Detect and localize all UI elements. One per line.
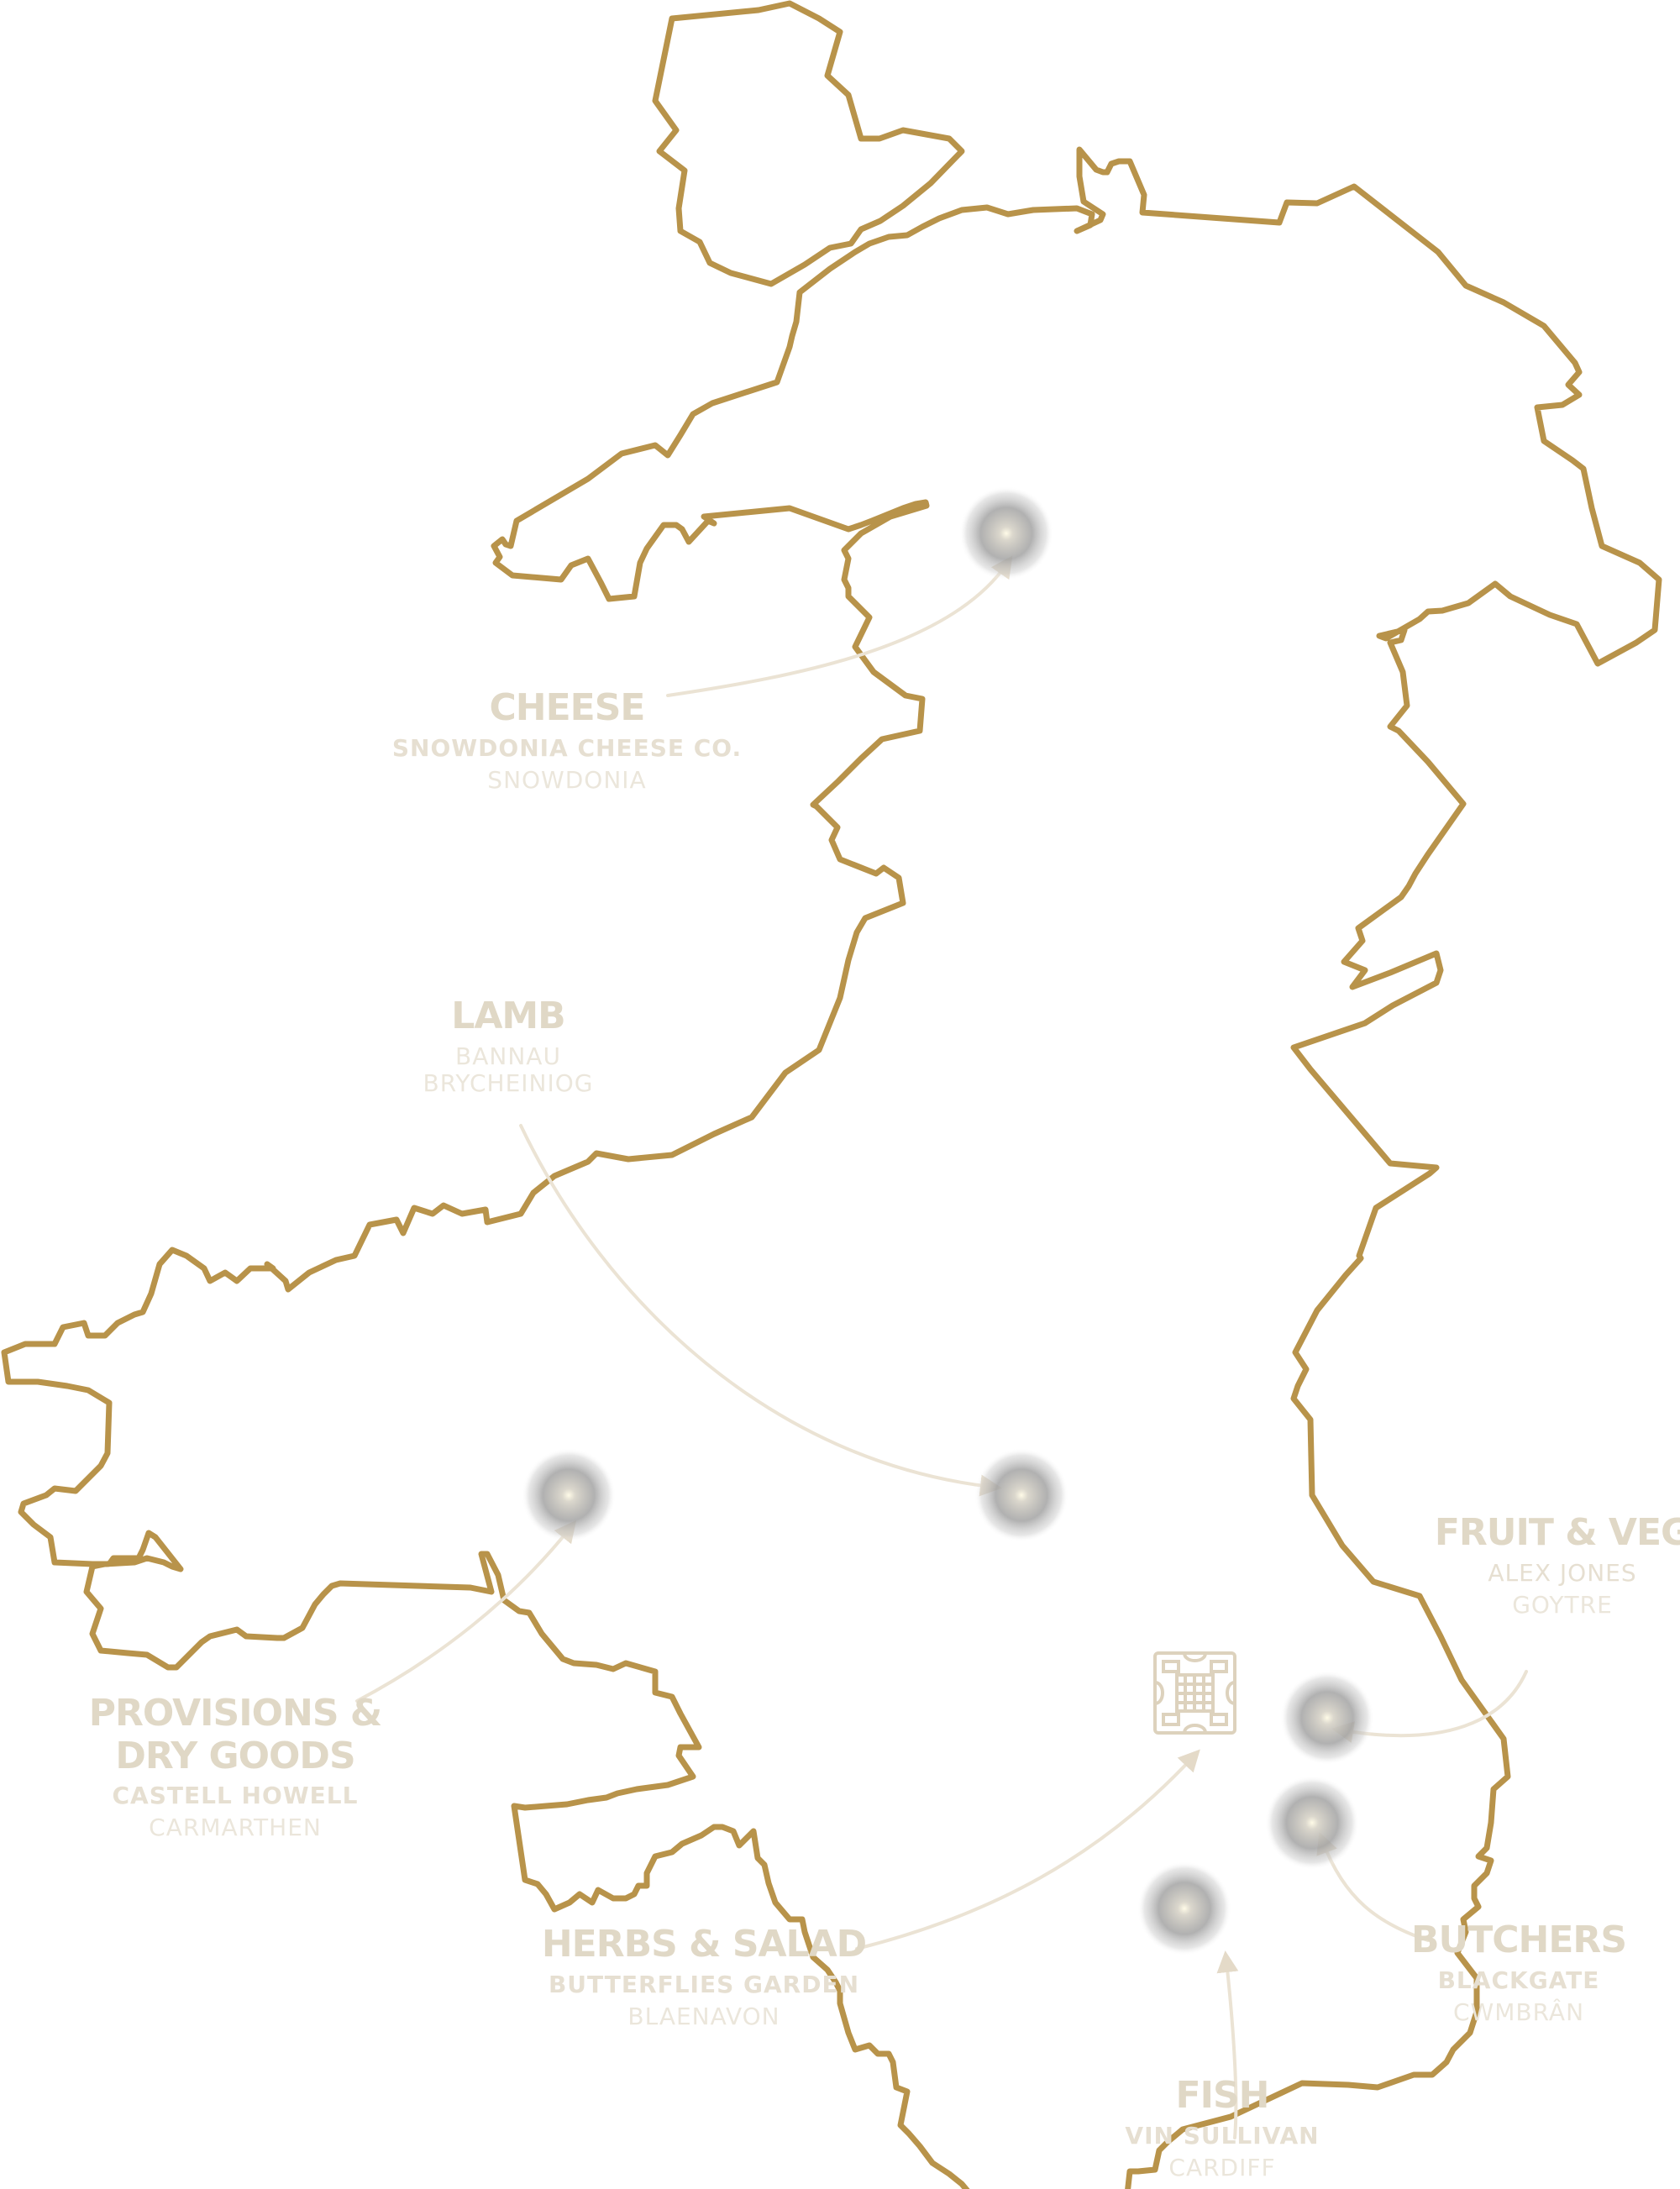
marker-provisions <box>522 1448 616 1542</box>
marker-lamb <box>974 1448 1068 1542</box>
location-fruit: GOYTRE <box>1512 1590 1613 1619</box>
supplier-fish: VIN SULLIVAN <box>1125 2121 1320 2150</box>
location-lamb: BANNAU BRYCHEINIOG <box>423 1042 594 1097</box>
supplier-fruit: ALEX JONES <box>1488 1558 1637 1587</box>
supplier-cheese: SNOWDONIA CHEESE CO. <box>391 733 743 762</box>
location-markers <box>522 486 1374 1955</box>
leader-arrows <box>355 555 1528 2139</box>
category-butchers: BUTCHERS <box>1410 1919 1627 1961</box>
location-herbs: BLAENAVON <box>627 2002 780 2030</box>
label-lamb: LAMB BANNAU BRYCHEINIOG <box>374 995 643 1097</box>
category-cheese: CHEESE <box>489 686 646 729</box>
label-cheese: CHEESE SNOWDONIA CHEESE CO. SNOWDONIA <box>391 686 743 794</box>
supplier-herbs: BUTTERFLIES GARDEN <box>548 1970 860 1998</box>
category-herbs: HERBS & SALAD <box>541 1923 867 1966</box>
mainland-wales-outline <box>1 146 1662 2189</box>
location-provisions: CARMARTHEN <box>149 1814 322 1842</box>
label-herbs: HERBS & SALAD BUTTERFLIES GARDEN BLAENAV… <box>541 1923 867 2030</box>
supplier-provisions: CASTELL HOWELL <box>112 1782 359 1810</box>
label-provisions: PROVISIONS & DRY GOODS CASTELL HOWELL CA… <box>84 1692 386 1842</box>
arrow-fish <box>1216 1950 1239 2139</box>
marker-fruit <box>1280 1671 1374 1765</box>
supplier-butchers: BLACKGATE <box>1437 1966 1600 1994</box>
arrow-provisions <box>355 1520 577 1703</box>
arrow-lamb <box>519 1124 1002 1497</box>
marker-fish <box>1137 1861 1231 1955</box>
label-fish: FISH VIN SULLIVAN CARDIFF <box>1125 2074 1320 2181</box>
marker-cheese <box>959 486 1053 580</box>
location-fish: CARDIFF <box>1168 2153 1276 2181</box>
category-fruit: FRUIT & VEG <box>1434 1511 1680 1554</box>
location-butchers: CWMBRÂN <box>1452 1997 1585 2026</box>
category-lamb: LAMB <box>451 995 565 1037</box>
label-butchers: BUTCHERS BLACKGATE CWMBRÂN <box>1410 1919 1627 2026</box>
arrow-herbs <box>855 1749 1200 1950</box>
marker-butchers <box>1265 1776 1359 1870</box>
category-fish: FISH <box>1175 2074 1270 2117</box>
label-fruit: FRUIT & VEG ALEX JONES GOYTRE <box>1434 1511 1680 1619</box>
location-cheese: SNOWDONIA <box>487 765 647 794</box>
category-provisions: PROVISIONS & DRY GOODS <box>88 1692 382 1777</box>
arrow-cheese <box>666 555 1013 697</box>
arrow-fruit <box>1331 1670 1528 1743</box>
anglesey-outline <box>652 0 965 287</box>
celtic-knot-logo-icon <box>1153 1651 1236 1735</box>
